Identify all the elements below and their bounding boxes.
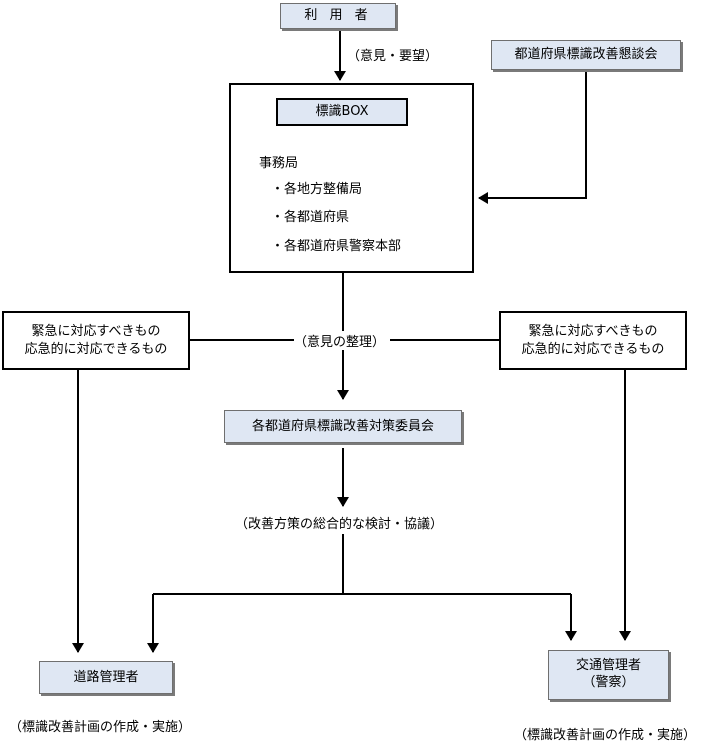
- plan-right-label: （標識改善計画の作成・実施）: [514, 724, 697, 743]
- road-administrator-box: 道路管理者: [39, 661, 173, 694]
- committee-box: 各都道府県標識改善対策委員会: [224, 410, 462, 443]
- deliberation-label: （改善方策の総合的な検討・協議）: [235, 513, 444, 532]
- council-box: 都道府県標識改善懇談会: [491, 40, 681, 70]
- traffic-admin-line1: 交通管理者: [575, 658, 641, 674]
- urgent-right-line1: 緊急に対応すべきもの: [528, 323, 658, 339]
- arrow-council-to-box: [478, 70, 587, 204]
- opinion-sorting-label: （意見の整理）: [294, 331, 386, 350]
- box-title: 標識BOX: [276, 98, 408, 126]
- user-box: 利 用 者: [280, 3, 396, 29]
- urgent-left-line1: 緊急に対応すべきもの: [31, 323, 161, 339]
- plan-left-label: （標識改善計画の作成・実施）: [9, 716, 192, 735]
- member-regional-bureau: ・各地方整備局: [271, 178, 363, 197]
- traffic-administrator-box: 交通管理者 （警察）: [548, 650, 669, 700]
- urgent-right-line2: 応急的に対応できるもの: [521, 341, 665, 357]
- member-prefectures: ・各都道府県: [271, 206, 350, 225]
- urgent-left-box: 緊急に対応すべきもの 応急的に対応できるもの: [2, 311, 190, 370]
- urgent-right-box: 緊急に対応すべきもの 応急的に対応できるもの: [499, 311, 687, 370]
- traffic-admin-line2: （警察）: [582, 675, 635, 690]
- member-police-hq: ・各都道府県警察本部: [271, 235, 402, 254]
- urgent-left-line2: 応急的に対応できるもの: [24, 341, 168, 357]
- opinion-request-label: （意見・要望）: [347, 45, 439, 64]
- secretariat-label: 事務局: [259, 152, 299, 171]
- signage-box-container: 標識BOX 事務局 ・各地方整備局 ・各都道府県 ・各都道府県警察本部: [229, 83, 474, 273]
